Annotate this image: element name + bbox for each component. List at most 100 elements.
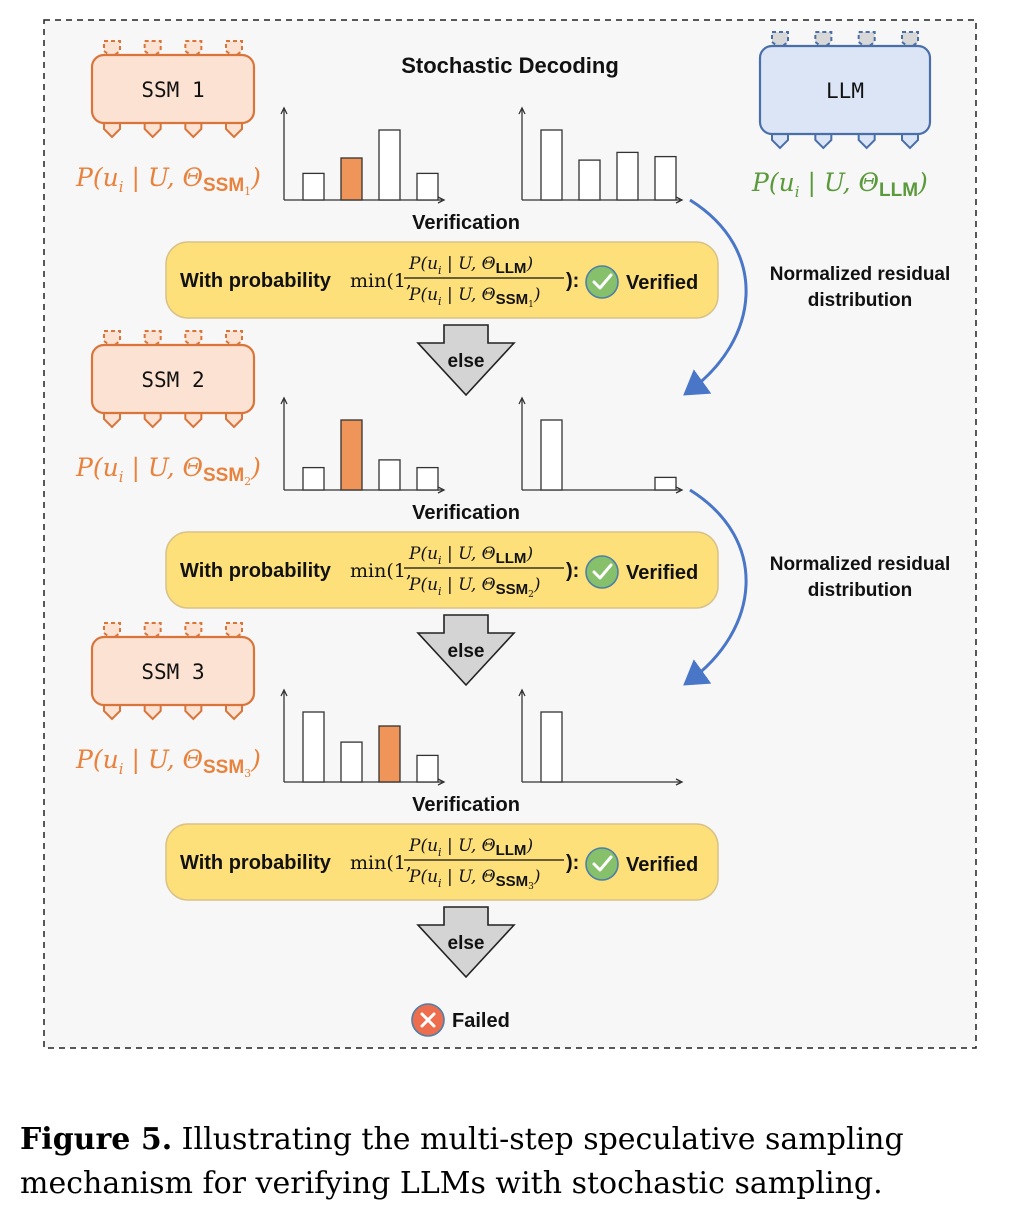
caption-text: Illustrating the multi-step speculative … [20,1122,904,1201]
num-mid: | U, Θ [442,836,496,856]
den-prefix: P(u [408,867,438,887]
prob-var: u [779,168,795,197]
ssm-distribution-chart [280,688,446,786]
verification-label: Verification [412,794,520,816]
prob-mid: | U, Θ [800,168,879,198]
chart-x-arrow [437,486,446,494]
num-prefix: P(u [408,254,438,274]
num-mid: | U, Θ [442,254,496,274]
verify-box-bg [165,241,719,319]
den-sub: i [438,877,442,890]
min-prefix: min(1, [350,560,412,582]
chart-bar-sampled [340,157,363,201]
chip-label: LLM [826,79,864,103]
llm-chip: LLM [758,31,932,150]
verified-check-icon [585,847,619,881]
with-probability-label: With probability [180,852,332,874]
fraction-denominator: P(ui | U, ΘSSM3) [408,867,541,892]
verified-check-icon [585,555,619,589]
den-prefix: P(u [408,575,438,595]
chip-label: SSM 2 [141,368,204,392]
residual-curve [683,198,748,396]
diagram-title: Stochastic Decoding [401,53,619,78]
ssm-distribution-chart [280,106,446,204]
ssm-probability: P(ui | U, ΘSSM3) [75,745,261,780]
residual-curve [683,488,748,686]
min-suffix: ): [566,560,579,582]
verified-check-icon [585,265,619,299]
prob-var: u [103,745,119,774]
prob-close: ) [250,453,261,482]
chart-bar [302,172,325,201]
num-model: LLM [496,260,527,277]
chart-bar [378,129,401,201]
prob-close: ) [250,163,261,192]
num-sub: i [438,554,442,567]
den-mid: | U, Θ [442,285,496,305]
fraction-denominator: P(ui | U, ΘSSM2) [408,575,541,600]
den-suffix: ) [533,867,541,887]
den-sub: i [438,295,442,308]
den-suffix: ) [533,285,541,305]
else-arrow: else [416,614,516,687]
num-mid: | U, Θ [442,544,496,564]
ssm-chip: SSM 1 [90,40,256,139]
chip-label: SSM 1 [141,78,204,102]
chart-x-arrow [437,196,446,204]
residual-label-line1: Normalized residual [770,554,951,575]
chart-bar [540,129,563,201]
den-index: 3 [528,882,534,892]
llm-distribution-chart [518,396,684,494]
prob-open: P( [75,453,104,482]
chart-y-arrow [518,396,526,405]
num-prefix: P(u [408,836,438,856]
prob-open: P( [75,745,104,774]
den-prefix: P(u [408,285,438,305]
verified-label: Verified [626,854,698,876]
min-suffix: ): [566,270,579,292]
chart-y-arrow [280,688,288,697]
num-suffix: ) [525,544,533,564]
chip-body [758,44,932,136]
prob-var: u [103,453,119,482]
check-circle [585,555,619,589]
residual-label-line2: distribution [808,290,912,311]
llm-distribution-chart [518,688,684,786]
verify-box-bg [165,531,719,609]
chart-x-arrow [675,196,684,204]
chip-label: SSM 3 [141,660,204,684]
chart-x-arrow [437,778,446,786]
den-sub: i [438,585,442,598]
chart-y-arrow [518,106,526,115]
chart-bar [340,741,363,783]
chip-body [90,343,256,415]
prob-sub: i [119,468,124,486]
llm-distribution-chart [518,106,684,204]
chart-bar-sampled [378,725,401,783]
min-suffix: ): [566,852,579,874]
prob-sub: i [119,178,124,196]
chip-body [90,635,256,707]
chart-bar [654,155,677,201]
num-suffix: ) [525,836,533,856]
check-mark [592,563,613,580]
check-mark [592,855,613,872]
num-sub: i [438,264,442,277]
prob-model: SSM [203,465,244,486]
failed-group: Failed [411,1003,510,1037]
prob-model: LLM [879,180,918,201]
chart-bar [540,711,563,783]
chart-bar [654,476,677,491]
residual-label-line2: distribution [808,580,912,601]
chart-y-arrow [280,106,288,115]
